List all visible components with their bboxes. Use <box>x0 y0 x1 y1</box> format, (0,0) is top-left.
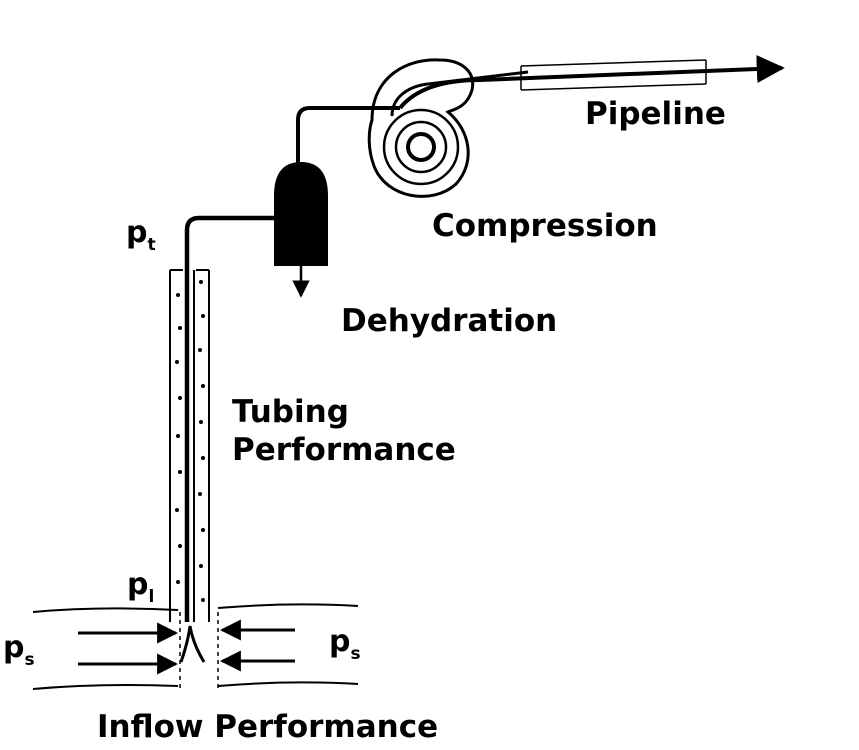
bottomhole-pressure-label: pl <box>127 567 154 607</box>
inflow-performance-label: Inflow Performance <box>97 709 438 745</box>
tubing-label-line1: Tubing <box>232 394 349 430</box>
separator-outlet-line <box>296 106 400 166</box>
reservoir-pressure-label-left: ps <box>3 630 35 670</box>
reservoir-pressure-label-right: ps <box>329 624 361 664</box>
dehydration-label: Dehydration <box>341 303 557 339</box>
formation-top-left-line <box>32 607 179 613</box>
separator-body <box>274 162 328 266</box>
dehydration-vessel <box>274 106 400 298</box>
pipeline-sleeve-bottom <box>520 83 707 91</box>
inflow-arrows <box>78 619 295 675</box>
pipeline-sleeve-top <box>520 59 707 67</box>
reservoir-formation <box>32 603 359 690</box>
compressor-impeller-hub <box>406 132 436 162</box>
pipeline <box>398 55 785 110</box>
formation-top-right-line <box>217 603 359 609</box>
compressor-inner-scroll <box>390 70 529 117</box>
formation-bottom-left-line <box>32 684 179 690</box>
tubing-head-pressure-label: pt <box>126 215 156 255</box>
tubing-entry-flare <box>179 625 206 663</box>
pipeline-label: Pipeline <box>585 96 726 132</box>
wellbore <box>169 215 277 663</box>
tubing-string <box>184 215 277 622</box>
compressor <box>367 58 529 198</box>
compression-label: Compression <box>432 208 658 244</box>
compressor-volute-casing <box>367 58 475 198</box>
compressor-impeller-outer <box>382 108 460 186</box>
tubing-label-line2: Performance <box>232 432 456 468</box>
compressor-impeller-middle <box>394 120 448 174</box>
pipeline-main-line <box>398 55 785 110</box>
annulus-fluid-dots <box>175 280 205 602</box>
formation-bottom-right-line <box>217 681 359 687</box>
